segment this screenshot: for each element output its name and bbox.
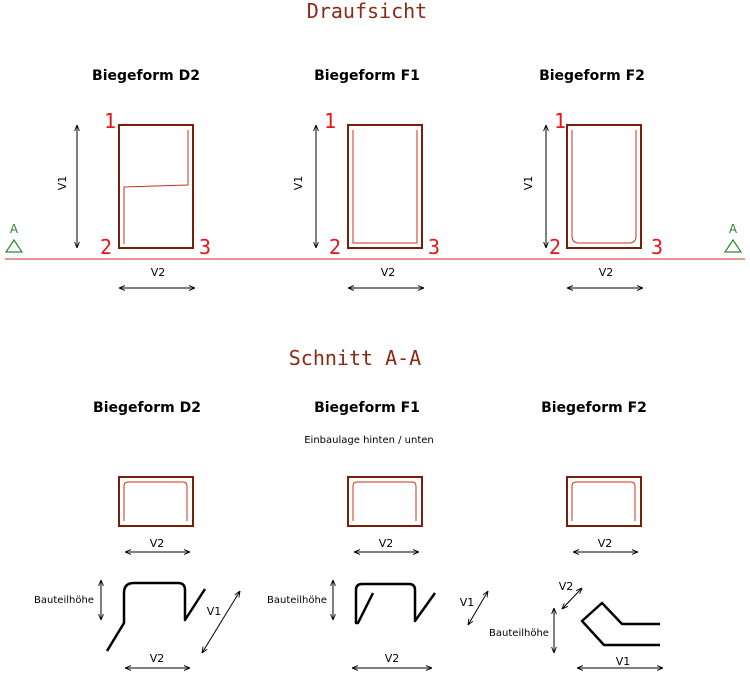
section-bar-inner-f2: [571, 481, 636, 521]
plan-shape-f2: Biegeform F2 1 2 3 V1 V2: [522, 68, 663, 288]
plan-num-bottom-left-d2: 2: [100, 235, 112, 259]
section-dim-height-label-f2: Bauteilhöhe: [489, 628, 549, 639]
section-dim-bottom-label-d2: V2: [150, 652, 165, 665]
plan-shape-d2: Biegeform D2 1 2 3 V1 V2: [56, 68, 211, 288]
plan-heading-d2: Biegeform D2: [92, 68, 200, 84]
plan-heading-f1: Biegeform F1: [314, 68, 420, 84]
section-dim-diag-label-f2: V2: [559, 580, 574, 593]
section-marker-left-label: A: [10, 222, 19, 236]
plan-num-bottom-right-f2: 3: [651, 235, 663, 259]
section-triangle-left-icon: [4, 238, 24, 253]
section-shape-f2: Biegeform F2 V2 V2 Bauteilhöhe V1: [489, 400, 663, 668]
section-bar-outline-d2: [118, 476, 194, 527]
section-dim-diag-label-d2: V1: [207, 605, 222, 618]
dim-v2-label-f2: V2: [599, 266, 614, 279]
section-marker-right-label: A: [729, 222, 738, 236]
section-dim-bottom-label-f2: V1: [616, 655, 631, 668]
section-dim-diag-label-f1: V1: [460, 596, 475, 609]
bar-outline-f1: [347, 124, 423, 249]
section-heading-d2: Biegeform D2: [93, 400, 201, 416]
section-heading-f1: Biegeform F1: [314, 400, 420, 416]
section-dim-height-label-d2: Bauteilhöhe: [34, 595, 94, 606]
plan-num-top-d2: 1: [104, 109, 116, 133]
bend-profile-f1: [354, 582, 437, 625]
dim-v1-label-d2: V1: [56, 176, 69, 191]
section-marker-right: A: [723, 222, 743, 253]
section-dim-bottom-label-f1: V2: [385, 652, 400, 665]
plan-view-title: Draufsicht: [307, 0, 427, 23]
section-marker-left: A: [4, 222, 24, 253]
bar-inner-d2: [123, 130, 189, 244]
plan-num-bottom-left-f2: 2: [549, 235, 561, 259]
plan-heading-f2: Biegeform F2: [539, 68, 645, 84]
plan-num-top-f1: 1: [324, 109, 336, 133]
section-shape-d2: Biegeform D2 V2 Bauteilhöhe V1 V2: [34, 400, 240, 668]
section-bar-outline-f2: [566, 476, 642, 527]
dim-v2-label-f1: V2: [381, 266, 396, 279]
section-dim-width-label-f1: V2: [379, 537, 394, 550]
plan-num-top-f2: 1: [554, 109, 566, 133]
section-dim-height-label-f1: Bauteilhöhe: [267, 595, 327, 606]
install-note: Einbaulage hinten / unten: [304, 435, 434, 446]
section-dim-diag-f2: [562, 588, 582, 609]
section-dim-width-label-d2: V2: [150, 537, 165, 550]
dim-v1-label-f2: V1: [522, 176, 535, 191]
section-bar-inner-d2: [123, 481, 188, 521]
section-dim-diag-f1: [468, 591, 488, 625]
bar-inner-f1: [352, 130, 418, 244]
section-bar-outline-f1: [347, 476, 423, 527]
section-heading-f2: Biegeform F2: [541, 400, 647, 416]
plan-num-bottom-right-d2: 3: [199, 235, 211, 259]
plan-num-bottom-left-f1: 2: [329, 235, 341, 259]
section-view-title: Schnitt A-A: [289, 346, 421, 370]
section-triangle-right-icon: [723, 238, 743, 253]
bend-profile-d2: [105, 581, 207, 652]
section-dim-width-label-f2: V2: [598, 537, 613, 550]
plan-num-bottom-right-f1: 3: [428, 235, 440, 259]
bar-inner-f2: [571, 130, 637, 244]
bend-profile-f2: [580, 601, 660, 647]
dim-v2-label-d2: V2: [151, 266, 166, 279]
section-shape-f1: Biegeform F1 V2 Bauteilhöhe V1 V2: [267, 400, 488, 668]
bar-outline-f2: [566, 124, 642, 249]
section-dim-diag-d2: [202, 591, 240, 653]
bar-outline-d2: [118, 124, 194, 249]
dim-v1-label-f1: V1: [292, 176, 305, 191]
plan-shape-f1: Biegeform F1 1 2 3 V1 V2: [292, 68, 440, 288]
section-bar-inner-f1: [352, 481, 417, 521]
